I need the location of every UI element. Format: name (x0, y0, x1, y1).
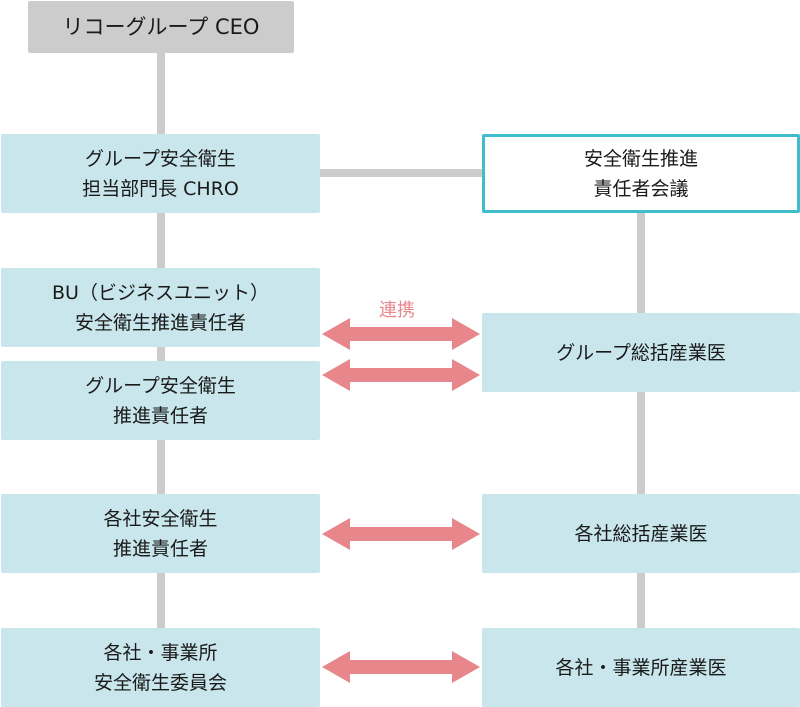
double-arrow-icon (322, 318, 480, 350)
council-box: 安全衛生推進 責任者会議 (482, 134, 800, 213)
site-committee-line1: 各社・事業所 (103, 641, 218, 664)
site-committee-box: 各社・事業所 安全衛生委員会 (1, 628, 320, 707)
group-manager-line2: 推進責任者 (112, 404, 208, 427)
group-doctor-box: グループ総括産業医 (482, 313, 800, 392)
council-line1: 安全衛生推進 (583, 147, 698, 170)
left-vertical-connector (157, 53, 165, 653)
company-manager-line2: 推進責任者 (112, 537, 208, 560)
group-manager-box: グループ安全衛生 推進責任者 (1, 361, 320, 440)
group-manager-line1: グループ安全衛生 (85, 374, 236, 397)
group-doctor-label: グループ総括産業医 (556, 341, 726, 364)
company-manager-line1: 各社安全衛生 (103, 507, 218, 530)
site-doctor-label: 各社・事業所産業医 (555, 656, 727, 679)
bu-manager-box: BU（ビジネスユニット） 安全衛生推進責任者 (1, 268, 320, 347)
chro-box: グループ安全衛生 担当部門長 CHRO (1, 134, 320, 213)
double-arrow-icon (322, 518, 480, 550)
company-doctor-box: 各社総括産業医 (482, 494, 800, 573)
double-arrow-icon (322, 651, 480, 683)
bu-manager-line2: 安全衛生推進責任者 (74, 311, 246, 334)
site-doctor-box: 各社・事業所産業医 (482, 628, 800, 707)
company-doctor-label: 各社総括産業医 (574, 522, 708, 545)
ceo-box: リコーグループ CEO (28, 1, 294, 53)
link-label: 連携 (379, 300, 415, 321)
site-committee-line2: 安全衛生委員会 (93, 671, 227, 694)
ceo-label: リコーグループ CEO (62, 15, 260, 39)
chro-line2: 担当部門長 CHRO (82, 177, 239, 200)
horizontal-connector-chro-council (320, 169, 484, 177)
right-vertical-connector (637, 213, 645, 653)
council-line2: 責任者会議 (593, 177, 689, 200)
double-arrow-icon (322, 359, 480, 391)
company-manager-box: 各社安全衛生 推進責任者 (1, 494, 320, 573)
bu-manager-line1: BU（ビジネスユニット） (52, 281, 269, 304)
chro-line1: グループ安全衛生 (85, 147, 236, 170)
